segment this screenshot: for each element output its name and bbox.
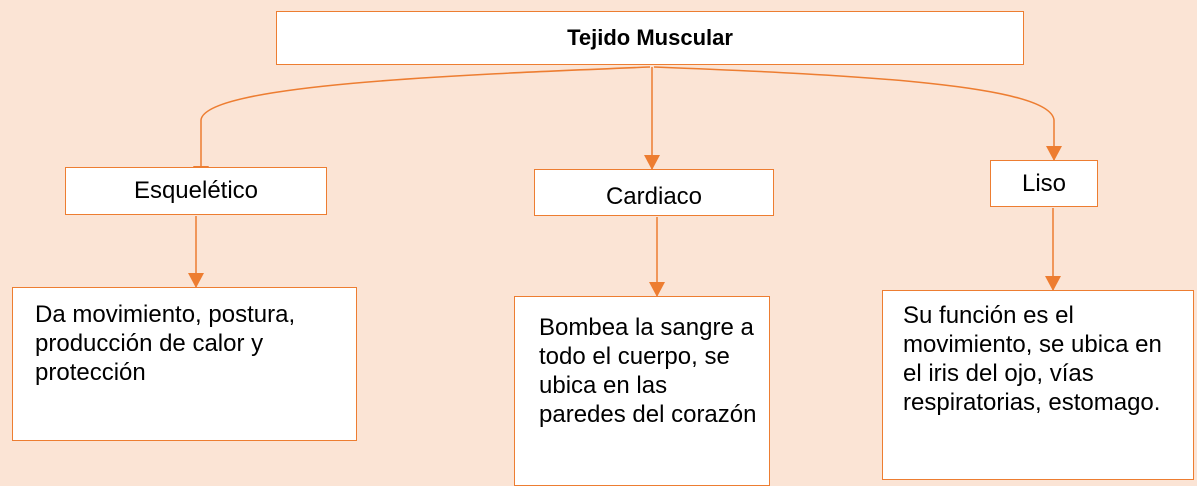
connector-root-esqueletico: [200, 66, 651, 168]
node-cardiaco-label: Cardiaco: [605, 183, 703, 210]
arrowhead-cardiaco-desc: [649, 282, 665, 297]
node-cardiaco: Cardiaco: [534, 169, 774, 216]
node-esqueletico-label: Esquelético: [133, 177, 259, 204]
node-liso-label: Liso: [1021, 169, 1067, 197]
description-esqueletico-text: Da movimiento, postura, producción de ca…: [35, 301, 296, 386]
arrowhead-liso-desc: [1045, 276, 1061, 291]
root-node-label: Tejido Muscular: [567, 25, 733, 50]
arrowhead-esqueletico-desc: [188, 273, 204, 288]
arrowhead-liso: [1046, 146, 1062, 161]
root-node-box: Tejido Muscular: [276, 11, 1024, 65]
description-cardiaco: Bombea la sangre a todo el cuerpo, se ub…: [514, 296, 770, 486]
description-liso: Su función es el movimiento, se ubica en…: [882, 290, 1194, 480]
arrowhead-cardiaco: [644, 155, 660, 170]
description-cardiaco-text: Bombea la sangre a todo el cuerpo, se ub…: [539, 314, 757, 428]
node-esqueletico: Esquelético: [65, 167, 327, 215]
node-liso: Liso: [990, 160, 1098, 207]
connector-root-liso: [653, 66, 1055, 160]
description-esqueletico: Da movimiento, postura, producción de ca…: [12, 287, 357, 441]
connector-lines: [188, 66, 1062, 297]
description-liso-text: Su función es el movimiento, se ubica en…: [903, 302, 1162, 416]
